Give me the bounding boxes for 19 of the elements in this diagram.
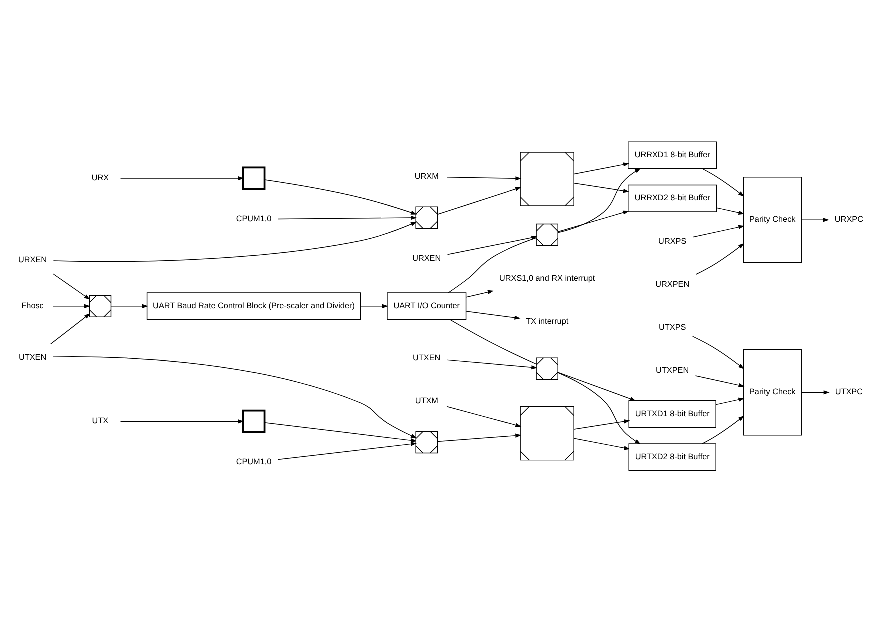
node-text: CPUM1,0	[236, 214, 272, 223]
node-text: URXM	[414, 172, 438, 181]
node-text: TX interrupt	[526, 316, 568, 326]
node-text: UTXEN	[412, 353, 440, 362]
node-text: CPUM1,0	[236, 457, 272, 466]
node-text: UTXPEN	[656, 366, 689, 375]
node-text: UTXM	[414, 396, 438, 406]
node-text: UTX	[92, 416, 108, 426]
node-text: URXEN	[18, 254, 47, 264]
node-text: URX	[91, 173, 109, 182]
node-text: URXS1,0 and RX interrupt	[498, 273, 595, 282]
node-text: UTXPS	[658, 322, 686, 332]
node-text: UTXEN	[18, 352, 46, 362]
node-text: Fhosc	[21, 300, 44, 310]
node-text: URXPS	[658, 236, 686, 246]
node-text: UTXPC	[834, 387, 863, 396]
node-text: URXPEN	[655, 279, 690, 288]
node-text: URXEN	[412, 253, 441, 262]
node-text: URXPC	[834, 214, 863, 224]
